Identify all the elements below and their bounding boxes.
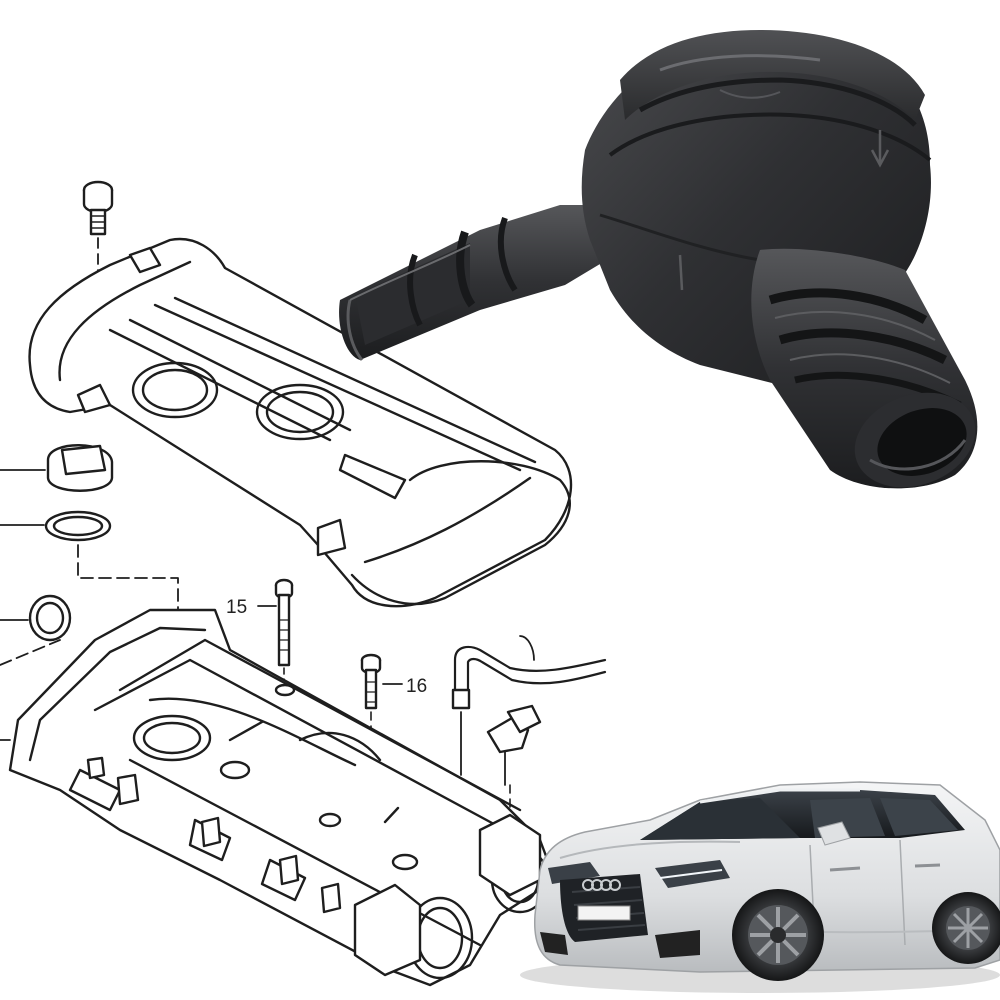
parts-diagram	[0, 180, 607, 987]
callout-15-label: 15	[226, 597, 247, 618]
seal-ring-icon	[0, 510, 179, 616]
bolt-15-icon	[257, 578, 294, 687]
screw-icon	[82, 180, 114, 389]
head-cover-upper	[28, 237, 573, 608]
hose-and-sensor	[451, 635, 607, 821]
car-image	[520, 781, 1000, 993]
oil-cap-icon	[0, 444, 114, 492]
cylinder-head-lower	[0, 608, 557, 987]
pcv-valve-image	[339, 30, 978, 489]
small-seal-icon	[0, 594, 72, 666]
callout-16-label: 16	[406, 676, 427, 697]
